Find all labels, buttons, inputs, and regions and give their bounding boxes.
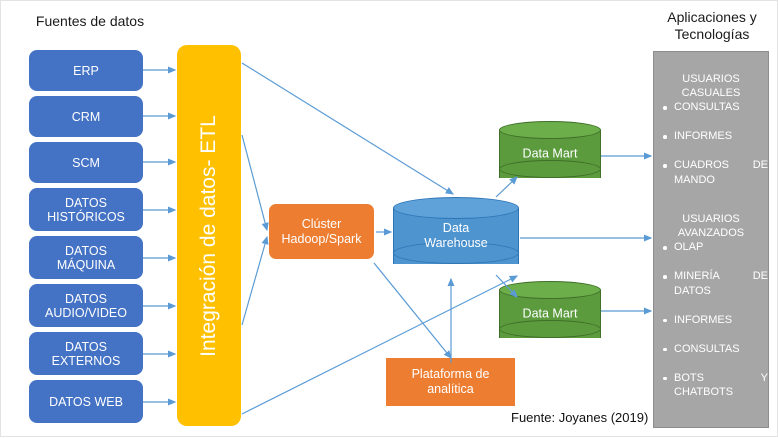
data-mart-bottom-cylinder[interactable]: Data Mart — [499, 281, 601, 347]
cylinder-top — [499, 121, 601, 139]
list-item[interactable]: CONSULTAS — [654, 100, 768, 129]
sources-header: Fuentes de datos — [35, 13, 145, 29]
list-item[interactable]: CUADROS DE MANDO — [654, 158, 768, 202]
user-group-items: OLAP MINERÍA DE DATOS INFORMES CONSULTAS… — [654, 240, 768, 414]
cylinder-bottom — [499, 320, 601, 338]
list-item[interactable]: OLAP — [654, 240, 768, 269]
etl-integration-bar[interactable]: Integración de datos- ETL — [177, 45, 241, 426]
source-attribution: Fuente: Joyanes (2019) — [511, 410, 649, 425]
source-box-label: DATOS WEB — [49, 394, 123, 409]
list-item[interactable]: INFORMES — [654, 313, 768, 342]
source-box-erp[interactable]: ERP — [29, 50, 143, 91]
user-group-items: CONSULTAS INFORMES CUADROS DE MANDO — [654, 100, 768, 202]
source-box-datos-web[interactable]: DATOS WEB — [29, 380, 143, 423]
etl-integration-label: Integración de datos- ETL — [197, 114, 220, 357]
source-box-label: CRM — [71, 109, 101, 124]
cylinder-top — [393, 197, 519, 219]
list-item[interactable]: MINERÍA DE DATOS — [654, 269, 768, 313]
source-box-crm[interactable]: CRM — [29, 96, 143, 137]
list-item[interactable]: INFORMES — [654, 129, 768, 158]
cylinder-top — [499, 281, 601, 299]
source-box-label: ERP — [73, 63, 99, 78]
source-box-label: SCM — [72, 155, 100, 170]
data-mart-label: Data Mart — [522, 146, 578, 161]
source-box-scm[interactable]: SCM — [29, 142, 143, 183]
data-mart-top-cylinder[interactable]: Data Mart — [499, 121, 601, 187]
cylinder-bottom — [499, 160, 601, 178]
data-mart-label: Data Mart — [522, 306, 578, 321]
list-item[interactable]: CONSULTAS — [654, 342, 768, 371]
list-item[interactable]: BOTS Y CHATBOTS — [654, 371, 768, 415]
cylinder-bottom — [393, 242, 519, 264]
